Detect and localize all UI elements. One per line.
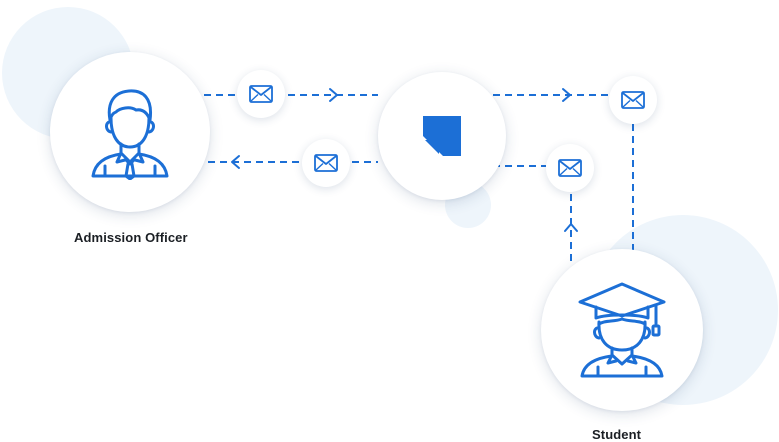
envelope-badge-hub-to-officer: [302, 139, 350, 187]
envelope-icon: [249, 85, 273, 103]
arrow-left-icon: [231, 155, 240, 169]
envelope-icon: [621, 91, 645, 109]
student-node: [541, 249, 703, 411]
envelope-icon: [314, 154, 338, 172]
envelope-badge-student-to-hub: [546, 144, 594, 192]
officer-icon: [91, 89, 169, 180]
arrow-right-icon: [329, 88, 338, 102]
envelope-badge-officer-to-hub: [237, 70, 285, 118]
platform-logo-icon: [423, 116, 461, 156]
admission-officer-label: Admission Officer: [74, 230, 188, 245]
hub-node: [378, 72, 506, 200]
admission-officer-node: [50, 52, 210, 212]
envelope-icon: [558, 159, 582, 177]
arrow-up-icon: [564, 223, 578, 232]
arrow-right-icon: [562, 88, 571, 102]
student-label: Student: [592, 427, 642, 442]
graduate-icon: [578, 282, 666, 378]
envelope-badge-hub-to-student: [609, 76, 657, 124]
